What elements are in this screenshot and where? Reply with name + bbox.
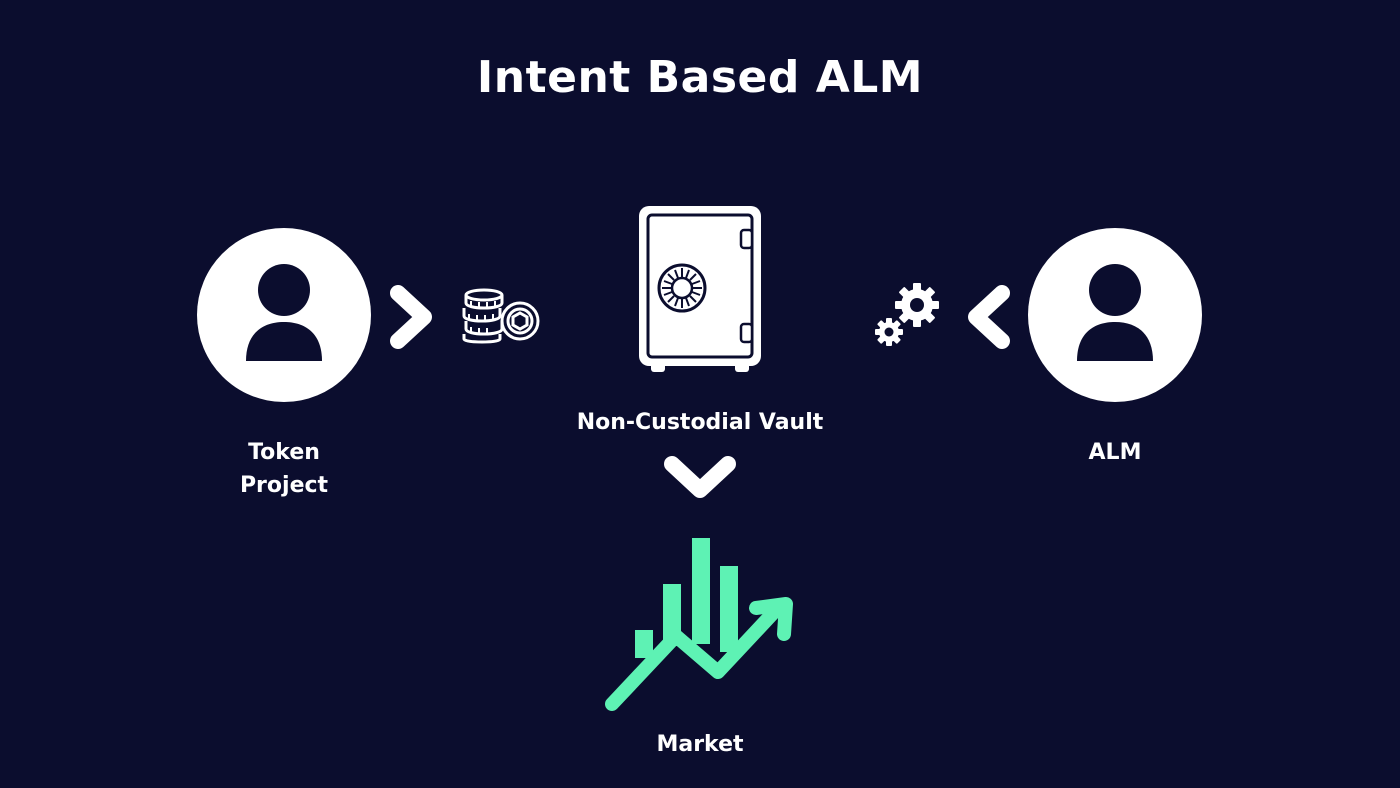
alm-label: ALM — [1088, 440, 1142, 465]
growth-chart-icon — [604, 536, 800, 712]
token-project-label: Token Project — [204, 436, 364, 502]
vault-label: Non-Custodial Vault — [576, 410, 824, 435]
person-icon — [1028, 228, 1202, 402]
person-icon — [197, 228, 371, 402]
diagram-title: Intent Based ALM — [476, 52, 924, 103]
token-project-avatar — [197, 228, 371, 402]
token-project-label-line2: Project — [239, 473, 329, 498]
chevron-down-icon — [662, 452, 738, 502]
safe-icon — [637, 204, 763, 374]
chevron-right-icon — [386, 283, 438, 351]
chevron-left-icon — [962, 283, 1014, 351]
alm-avatar — [1028, 228, 1202, 402]
market-label: Market — [656, 732, 744, 757]
coins-stack-icon — [460, 287, 542, 344]
token-project-label-line1: Token — [248, 440, 320, 465]
gears-icon — [872, 280, 946, 350]
